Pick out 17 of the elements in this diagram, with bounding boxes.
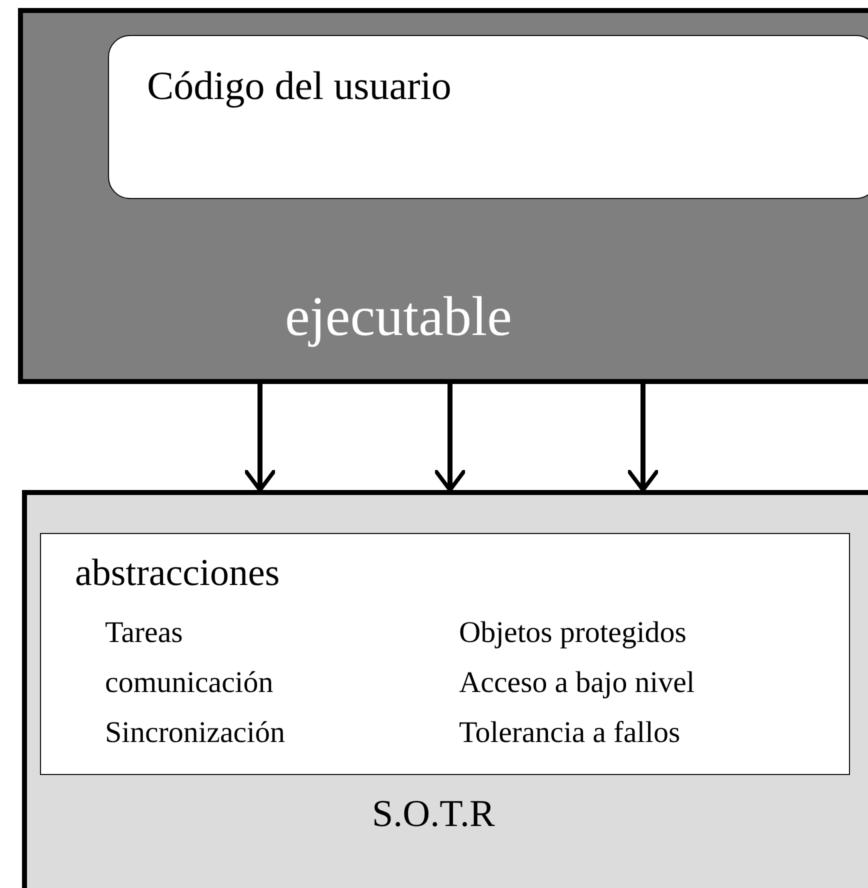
- list-item: Objetos protegidos: [459, 618, 686, 648]
- arrow: [243, 384, 277, 492]
- box-title: ejecutable: [285, 289, 512, 345]
- list-item: Tolerancia a fallos: [459, 718, 680, 748]
- box-title: S.O.T.R: [372, 795, 495, 833]
- list-item: Acceso a bajo nivel: [459, 668, 695, 698]
- list-item: comunicación: [105, 668, 274, 698]
- executable-box: [18, 8, 868, 384]
- user-code-box: [108, 35, 868, 199]
- list-item: Tareas: [105, 618, 183, 648]
- arrow: [433, 384, 467, 492]
- rtos-box: [22, 490, 868, 888]
- box-title: Código del usuario: [147, 66, 452, 106]
- section-heading: abstracciones: [75, 554, 280, 592]
- abstractions-box: [40, 533, 850, 775]
- list-item: Sincronización: [105, 718, 285, 748]
- arrow: [626, 384, 660, 492]
